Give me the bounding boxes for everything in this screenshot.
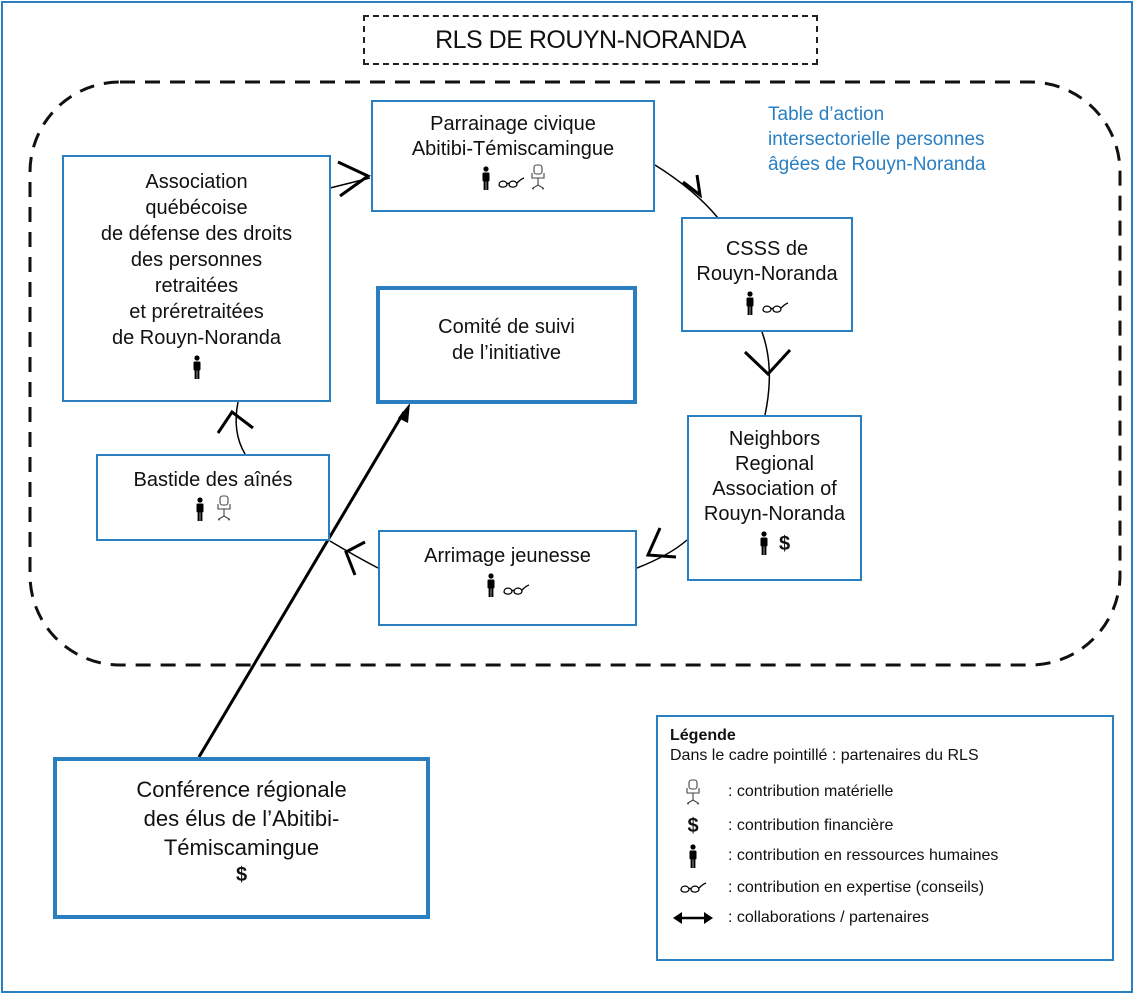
arc-bastide-to-association	[235, 401, 246, 455]
person-icon	[745, 291, 755, 315]
node-label: Comité de suivi	[438, 316, 575, 338]
node-label: québécoise	[145, 197, 248, 219]
node-association-quebecoise: Association québécoise de défense des dr…	[62, 155, 331, 402]
person-icon	[481, 166, 491, 190]
node-label: Arrimage jeunesse	[424, 545, 591, 567]
chevron-arrow-icon	[682, 174, 703, 199]
node-label: Association of	[712, 478, 837, 500]
node-label: de Rouyn-Noranda	[112, 327, 281, 349]
node-label: Association	[145, 171, 248, 193]
arc-neighbors-to-arrimage	[636, 539, 688, 569]
legend-item-label: : contribution en expertise (conseils)	[728, 879, 985, 896]
legend-title: Légende	[670, 727, 736, 744]
person-icon	[688, 844, 698, 868]
node-label: Rouyn-Noranda	[696, 263, 838, 285]
node-label: Abitibi-Témiscamingue	[411, 138, 615, 160]
dollar-icon: $	[687, 815, 699, 837]
node-label: Parrainage civique	[430, 113, 596, 135]
arrow-head-icon	[398, 403, 410, 423]
table-action-label: Table d’action intersectorielle personne…	[768, 102, 1068, 177]
node-label: de l’initiative	[452, 342, 561, 364]
chevron-arrow-icon	[216, 409, 254, 434]
node-comite-de-suivi: Comité de suivi de l’initiative	[376, 286, 637, 404]
chevron-arrow-icon	[344, 540, 366, 576]
chevron-arrow-icon	[645, 527, 677, 559]
chevron-arrow-icon	[337, 160, 371, 198]
legend-item-collaborations: : collaborations / partenaires	[658, 905, 1114, 931]
dollar-icon: $	[778, 533, 791, 555]
node-csss: CSSS de Rouyn-Noranda	[681, 217, 853, 332]
person-icon	[195, 497, 205, 521]
chevron-arrow-icon	[743, 348, 792, 377]
table-label-line: âgées de Rouyn-Noranda	[768, 154, 986, 175]
node-label: Conférence régionale	[136, 777, 347, 802]
legend-item-label: : collaborations / partenaires	[728, 909, 929, 926]
arc-parrainage-to-csss	[654, 164, 719, 219]
glasses-icon	[502, 583, 530, 597]
node-label: des personnes	[130, 249, 263, 271]
node-label: Bastide des aînés	[133, 469, 293, 491]
conference-to-comite-arrow	[197, 411, 406, 758]
legend: Légende Dans le cadre pointillé : parten…	[656, 715, 1114, 961]
node-label: et préretraitées	[129, 301, 264, 323]
legend-description: Dans le cadre pointillé : partenaires du…	[670, 747, 979, 764]
legend-item-financial: $ : contribution financière	[658, 813, 1114, 839]
node-label: Neighbors	[728, 428, 821, 450]
node-arrimage-jeunesse: Arrimage jeunesse	[378, 530, 637, 626]
double-arrow-icon	[673, 912, 713, 924]
glasses-icon	[679, 881, 707, 895]
node-label: Témiscamingue	[163, 835, 320, 860]
person-icon	[486, 573, 496, 597]
person-icon	[759, 531, 769, 555]
node-bastide-des-aines: Bastide des aînés	[96, 454, 330, 541]
legend-item-label: : contribution financière	[728, 817, 894, 834]
legend-item-material: : contribution matérielle	[658, 779, 1114, 805]
partners-dashed-boundary	[28, 80, 1122, 667]
node-conference-regionale: Conférence régionale des élus de l’Abiti…	[53, 757, 430, 919]
arc-arrimage-to-bastide	[329, 540, 379, 569]
node-label: Regional	[735, 453, 814, 475]
node-label: de défense des droits	[100, 223, 293, 245]
node-neighbors: Neighbors Regional Association of Rouyn-…	[687, 415, 862, 581]
dollar-icon: $	[235, 864, 248, 886]
arc-association-to-parrainage	[329, 177, 371, 189]
chair-icon	[686, 779, 700, 805]
glasses-icon	[497, 176, 525, 190]
chair-icon	[531, 164, 545, 190]
node-label: retraitées	[154, 275, 239, 297]
legend-item-label: : contribution matérielle	[728, 783, 894, 800]
node-label: CSSS de	[725, 238, 809, 260]
node-label: des élus de l’Abitibi-	[143, 806, 340, 831]
table-label-line: Table d’action	[768, 104, 885, 125]
legend-item-label: : contribution en ressources humaines	[728, 847, 999, 864]
legend-item-human-resources: : contribution en ressources humaines	[658, 843, 1114, 869]
legend-item-expertise: : contribution en expertise (conseils)	[658, 875, 1114, 901]
diagram-title: RLS DE ROUYN-NORANDA	[363, 15, 818, 65]
node-label: Rouyn-Noranda	[703, 503, 846, 525]
node-parrainage-civique: Parrainage civique Abitibi-Témiscamingue	[371, 100, 655, 212]
chair-icon	[217, 495, 231, 521]
person-icon	[192, 355, 202, 379]
table-label-line: intersectorielle personnes	[768, 129, 985, 150]
glasses-icon	[761, 301, 789, 315]
